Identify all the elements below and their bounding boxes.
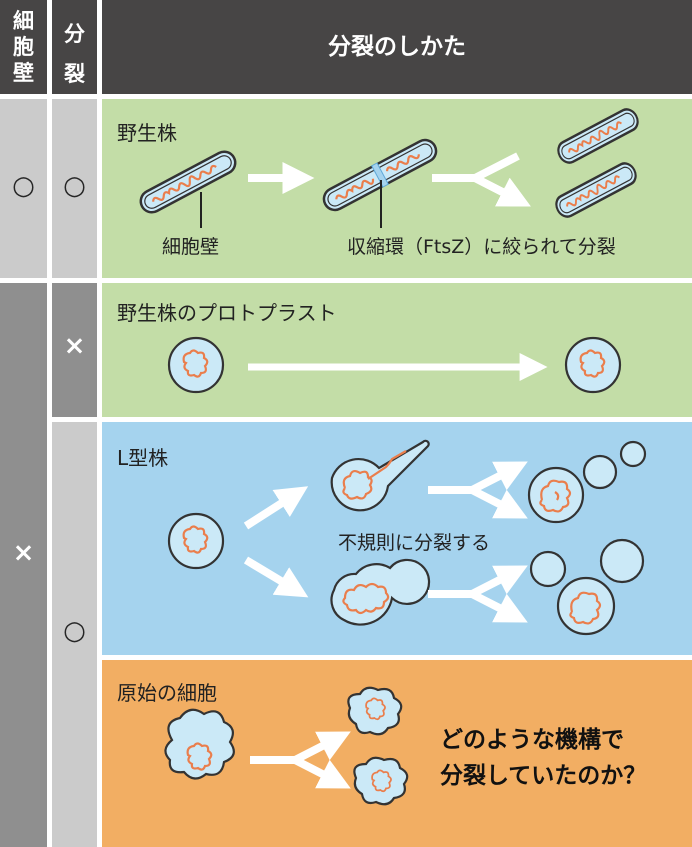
wild-type-title: 野生株	[117, 121, 177, 145]
l-form-title: L型株	[117, 446, 169, 470]
budding-cell-icon	[330, 558, 431, 626]
dividing-rod-icon	[322, 138, 438, 212]
header-cell-wall: 細 胞 壁	[0, 0, 47, 94]
header-cell-wall-char: 壁	[13, 61, 34, 85]
cell-wall-no-cell: ×	[0, 283, 47, 847]
primitive-daughter-icon	[353, 756, 409, 806]
daughter-rod-icon	[551, 158, 641, 222]
daughter-vesicle-icon	[529, 538, 645, 636]
division-yes-cell-2: ○	[52, 422, 97, 847]
cell-wall-yes-mark: ○	[12, 171, 35, 201]
split-arrow-branch	[470, 590, 528, 623]
cell-wall-yes-cell: ○	[0, 99, 47, 278]
protoplast-title: 野生株のプロトプラスト	[117, 301, 337, 325]
division-no-cell: ×	[52, 283, 97, 417]
header-division: 分 裂	[52, 0, 97, 94]
division-no-mark: ×	[63, 331, 86, 361]
question-line: どのような機構で	[440, 727, 624, 753]
split-arrow-icon	[250, 731, 351, 764]
split-arrow-icon	[428, 461, 528, 494]
arrow-icon	[243, 486, 309, 530]
header-cell-wall-char: 胞	[13, 35, 34, 59]
arrow-icon	[243, 556, 309, 598]
header-cell-wall-char: 細	[13, 9, 34, 33]
header-title: 分裂のしかた	[102, 0, 692, 94]
rod-cell-icon	[135, 146, 241, 218]
cell-wall-no-mark: ×	[12, 538, 35, 568]
irregular-division-label: 不規則に分裂する	[338, 532, 491, 554]
protoplast-icon	[564, 336, 622, 394]
split-arrow-branch	[473, 174, 531, 207]
contractile-ring-label: 収縮環（FtsZ）に絞られて分裂	[347, 236, 616, 258]
primitive-cell-icon	[164, 708, 235, 780]
protoplast-icon	[167, 336, 225, 394]
split-arrow-branch	[293, 756, 351, 789]
question-line: 分裂していたのか？	[440, 763, 647, 789]
division-yes-cell-1: ○	[52, 99, 97, 278]
daughter-rod-icon	[553, 104, 643, 168]
l-form-cell-icon	[167, 512, 225, 570]
budding-cell-icon	[330, 439, 430, 512]
question-text: どのような機構で 分裂していたのか？	[440, 722, 646, 794]
split-arrow-branch	[470, 486, 528, 519]
division-yes-mark-2: ○	[63, 616, 86, 646]
primitive-daughter-icon	[347, 686, 403, 736]
cell-wall-label: 細胞壁	[162, 236, 220, 258]
daughter-vesicle-icon	[527, 440, 647, 524]
division-yes-mark-1: ○	[63, 171, 86, 201]
header-division-char: 裂	[64, 62, 85, 86]
split-arrow-icon	[428, 565, 528, 598]
primitive-cell-title: 原始の細胞	[117, 681, 217, 705]
header-division-char: 分	[64, 22, 85, 46]
